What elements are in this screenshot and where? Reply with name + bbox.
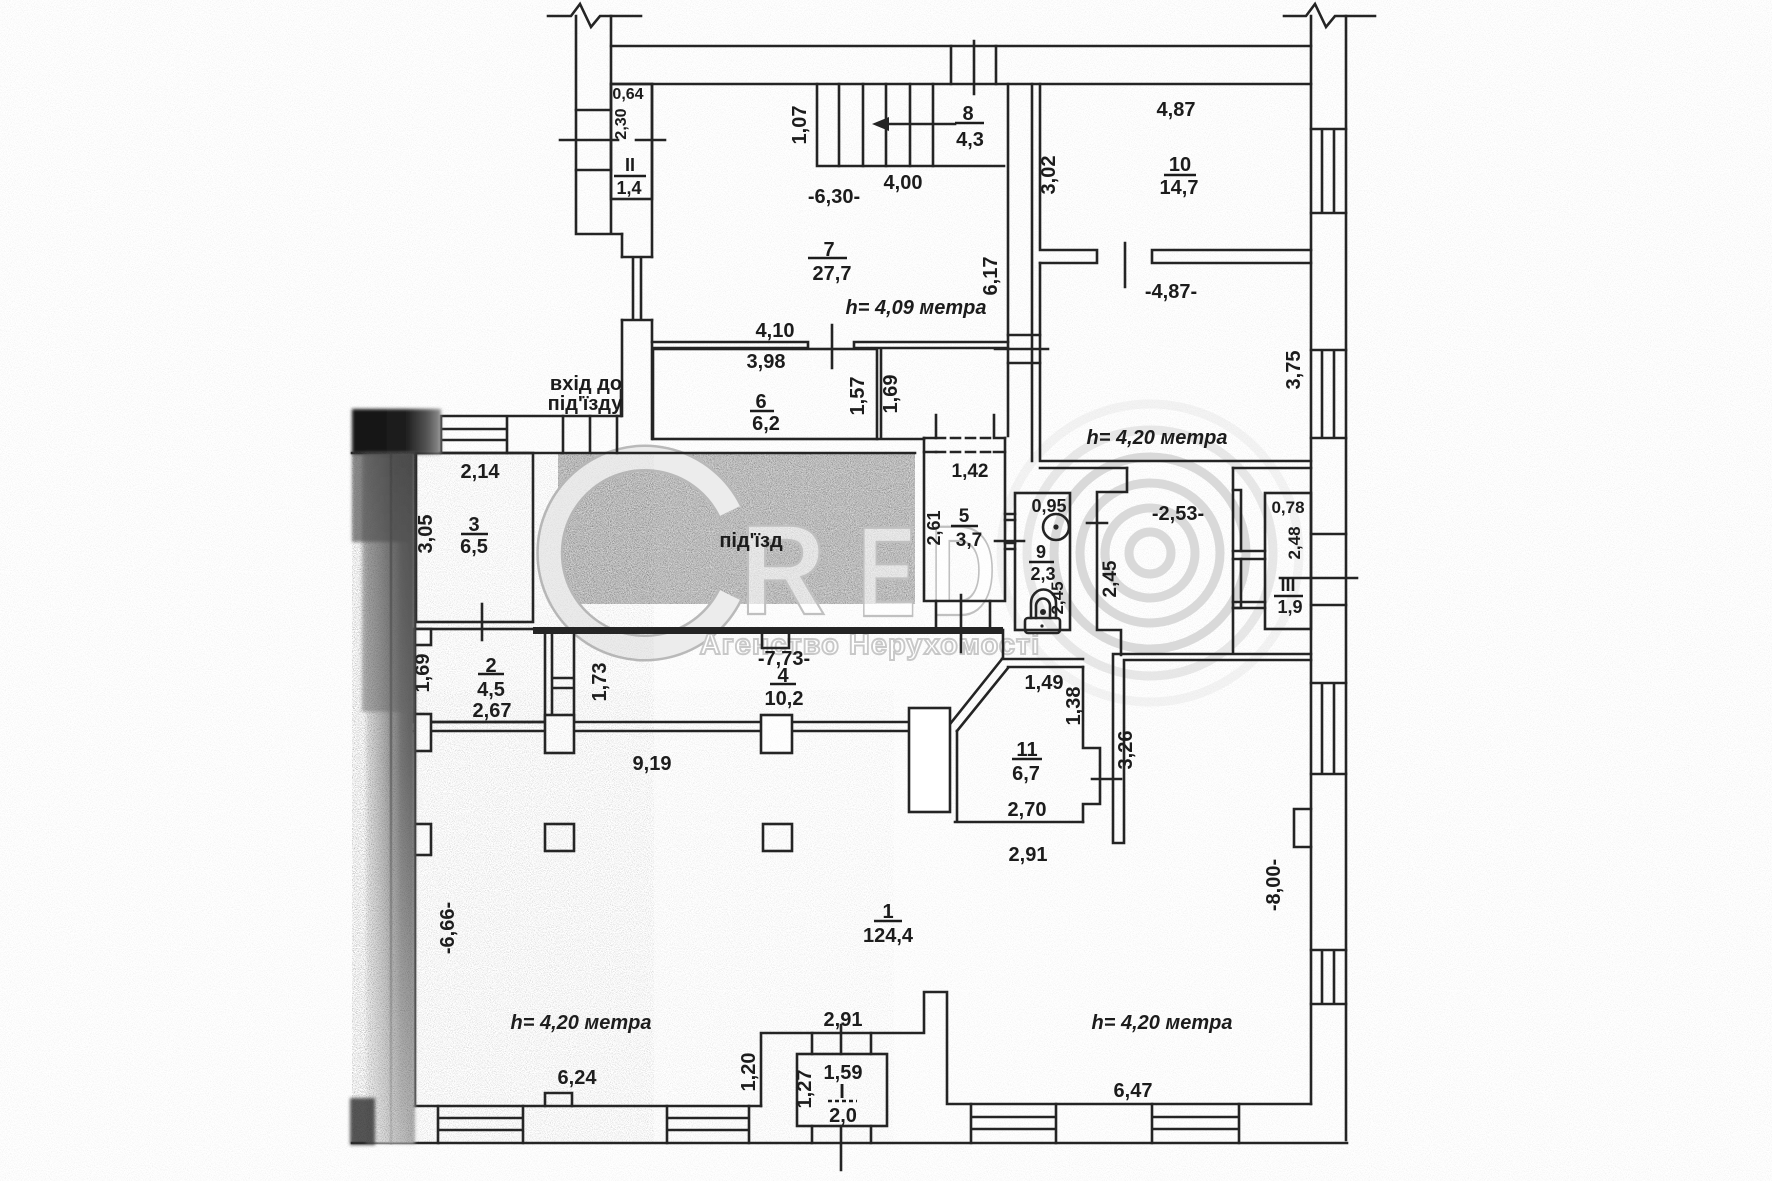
svg-text:6,47: 6,47 bbox=[1114, 1080, 1153, 1102]
svg-text:D: D bbox=[930, 500, 996, 643]
svg-text:0,78: 0,78 bbox=[1271, 498, 1304, 517]
svg-text:E: E bbox=[858, 501, 916, 644]
svg-text:-7,73-: -7,73- bbox=[758, 648, 810, 670]
svg-text:6,17: 6,17 bbox=[980, 257, 1002, 296]
svg-text:11: 11 bbox=[1016, 739, 1037, 761]
svg-text:1,69: 1,69 bbox=[880, 375, 902, 414]
svg-text:II: II bbox=[625, 155, 635, 175]
svg-text:4,87: 4,87 bbox=[1157, 99, 1196, 121]
svg-text:2,3: 2,3 bbox=[1030, 564, 1055, 584]
svg-text:3,26: 3,26 bbox=[1115, 731, 1137, 770]
svg-text:6,7: 6,7 bbox=[1012, 763, 1040, 785]
svg-text:0,64: 0,64 bbox=[612, 86, 643, 103]
svg-text:1,9: 1,9 bbox=[1277, 597, 1302, 617]
svg-text:1,4: 1,4 bbox=[616, 178, 641, 198]
svg-text:1,49: 1,49 bbox=[1025, 672, 1064, 694]
svg-text:-2,53-: -2,53- bbox=[1152, 503, 1204, 525]
svg-text:h= 4,20 метра: h= 4,20 метра bbox=[1092, 1012, 1233, 1034]
svg-text:2,61: 2,61 bbox=[924, 510, 944, 545]
svg-text:2,45: 2,45 bbox=[1048, 581, 1067, 614]
svg-text:4,00: 4,00 bbox=[884, 172, 923, 194]
svg-text:під'їзду: під'їзду bbox=[548, 393, 624, 415]
svg-text:3,75: 3,75 bbox=[1283, 351, 1305, 390]
svg-text:0,95: 0,95 bbox=[1031, 496, 1066, 516]
svg-text:1,57: 1,57 bbox=[847, 377, 869, 416]
svg-text:3,02: 3,02 bbox=[1038, 156, 1060, 195]
svg-text:2,70: 2,70 bbox=[1008, 799, 1047, 821]
svg-text:1,07: 1,07 bbox=[789, 106, 811, 145]
svg-text:під'їзд: під'їзд bbox=[719, 530, 783, 552]
svg-text:R: R bbox=[740, 499, 826, 642]
svg-text:вхід до: вхід до bbox=[550, 373, 622, 395]
svg-text:4: 4 bbox=[777, 665, 789, 687]
svg-text:2,48: 2,48 bbox=[1285, 526, 1304, 559]
svg-text:4,10: 4,10 bbox=[756, 320, 795, 342]
svg-text:27,7: 27,7 bbox=[813, 263, 852, 285]
svg-text:4,3: 4,3 bbox=[956, 129, 984, 151]
svg-text:10: 10 bbox=[1169, 154, 1191, 176]
svg-text:3,98: 3,98 bbox=[747, 351, 786, 373]
svg-text:1,42: 1,42 bbox=[952, 461, 989, 482]
svg-text:14,7: 14,7 bbox=[1160, 177, 1199, 199]
svg-text:-6,30-: -6,30- bbox=[808, 186, 860, 208]
svg-text:3,7: 3,7 bbox=[956, 530, 982, 551]
svg-text:5: 5 bbox=[959, 506, 970, 527]
svg-text:III: III bbox=[1280, 575, 1295, 595]
svg-text:9: 9 bbox=[1036, 542, 1046, 562]
svg-text:6,2: 6,2 bbox=[752, 413, 780, 435]
svg-text:-8,00-: -8,00- bbox=[1263, 859, 1285, 911]
svg-text:7: 7 bbox=[823, 239, 834, 261]
svg-text:2,30: 2,30 bbox=[613, 108, 630, 139]
svg-text:6: 6 bbox=[755, 391, 766, 413]
svg-text:1,38: 1,38 bbox=[1063, 687, 1085, 726]
svg-text:h= 4,20 метра: h= 4,20 метра bbox=[1087, 427, 1228, 449]
svg-text:8: 8 bbox=[962, 103, 973, 125]
svg-text:-4,87-: -4,87- bbox=[1145, 281, 1197, 303]
svg-text:2,91: 2,91 bbox=[1009, 844, 1048, 866]
svg-text:2,45: 2,45 bbox=[1100, 560, 1121, 597]
svg-text:h= 4,09 метра: h= 4,09 метра bbox=[846, 297, 987, 319]
